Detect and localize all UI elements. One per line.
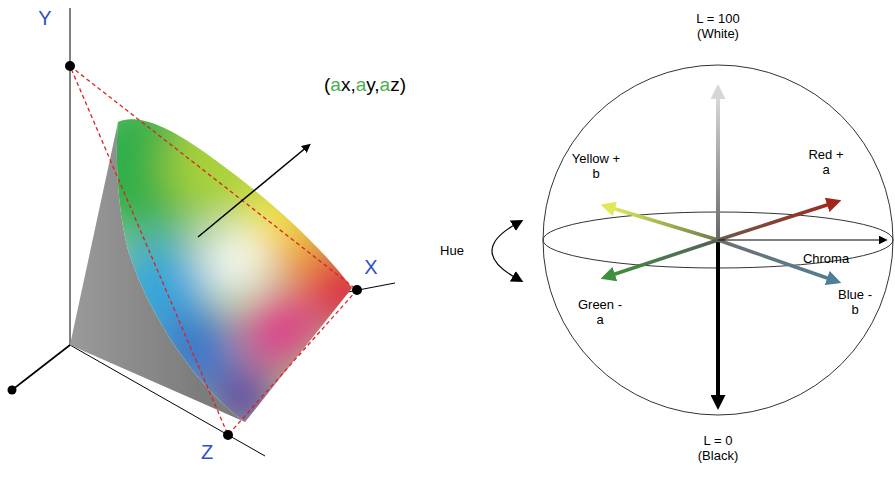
text-part: a: [380, 74, 391, 95]
axis-point: [65, 61, 75, 71]
vector-label: (ax,ay,az): [324, 74, 406, 96]
axis-point: [223, 430, 233, 440]
chroma-label: Chroma: [803, 252, 849, 267]
text-part: ,: [374, 74, 379, 95]
lab-sphere: [543, 65, 893, 415]
text-part: a: [330, 74, 341, 95]
dashed-triangle: [70, 66, 357, 435]
axis-label: Green - a: [577, 298, 623, 328]
axis-label: Z: [201, 441, 213, 464]
text-part: x: [341, 74, 351, 95]
axis-point: [8, 386, 17, 395]
text-part: a: [356, 74, 367, 95]
axis-point: [352, 285, 362, 295]
pole-label: L = 0 (Black): [691, 434, 745, 464]
y-axis: [70, 8, 71, 345]
axis-label: X: [364, 256, 377, 279]
normal-arrow: [198, 146, 308, 237]
chroma-arrow: [718, 239, 884, 240]
hue-label: Hue: [440, 244, 464, 259]
axis-stub: [12, 345, 70, 390]
text-part: z: [390, 74, 400, 95]
text-part: (: [324, 74, 330, 95]
axis-label: Y: [38, 7, 51, 30]
green-arrow: [612, 240, 718, 275]
text-part: y: [366, 74, 374, 95]
text-part: ): [400, 74, 406, 95]
text-part: ,: [350, 74, 355, 95]
axis-label: Red + a: [808, 148, 844, 178]
lightness-up-arrow: [716, 96, 720, 240]
red-arrow: [718, 204, 830, 240]
axis-label: Yellow + b: [571, 152, 621, 182]
yellow-arrow: [612, 208, 718, 240]
axis-label: Blue - b: [835, 288, 875, 318]
hue-arrow: [492, 224, 516, 278]
chromaticity-surface: [75, 95, 383, 440]
lightness-down-arrow: [716, 240, 720, 398]
pole-label: L = 100 (White): [687, 12, 749, 42]
